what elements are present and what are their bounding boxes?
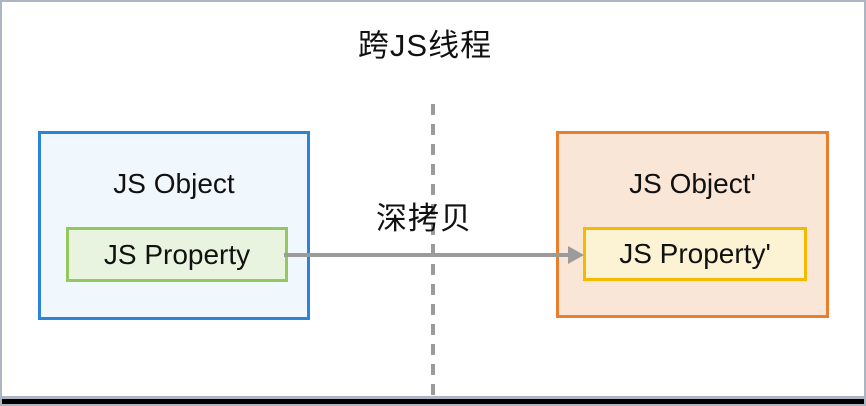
deep-copy-arrow-head-icon xyxy=(568,246,584,264)
js-object-prime-box: JS Object' JS Property' xyxy=(556,131,829,318)
deep-copy-label: 深拷贝 xyxy=(376,201,472,236)
bottom-edge xyxy=(2,396,864,404)
js-property-prime-label: JS Property' xyxy=(619,238,771,269)
js-object-prime-label: JS Object' xyxy=(629,168,756,199)
diagram-title: 跨JS线程 xyxy=(357,28,493,63)
js-property-label: JS Property xyxy=(103,238,251,270)
js-object-box: JS Object JS Property xyxy=(38,131,310,320)
deep-copy-arrow-line xyxy=(284,253,570,257)
js-property-prime-box: JS Property' xyxy=(583,227,807,281)
js-property-box: JS Property xyxy=(66,227,288,282)
thread-divider-dashed-line xyxy=(431,104,435,400)
js-object-label: JS Object xyxy=(113,168,235,199)
